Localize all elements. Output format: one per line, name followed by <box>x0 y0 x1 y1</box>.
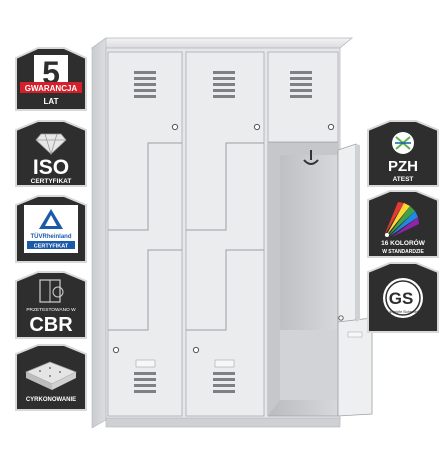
gs-small: geprüfte Sicherheit <box>389 310 418 314</box>
warranty-line2: LAT <box>44 97 59 106</box>
color-fan-icon <box>384 202 419 237</box>
iso-title: ISO <box>33 156 69 179</box>
badge-cyrkonowanie: CYRKONOWANIE <box>15 344 87 411</box>
lock-knob[interactable] <box>253 123 261 131</box>
vent-grille <box>134 71 156 98</box>
locker-open-compartment <box>267 142 339 417</box>
label-plate <box>214 359 235 368</box>
diamond-icon <box>35 133 67 156</box>
locker-cabinet <box>90 37 373 429</box>
vent-grille <box>134 372 156 393</box>
pzh-subtitle: ATEST <box>393 176 414 183</box>
lock-knob[interactable] <box>171 123 179 131</box>
lock-knob[interactable] <box>192 346 200 354</box>
iso-subtitle: CERTYFIKAT <box>31 178 72 185</box>
lock-knob[interactable] <box>338 315 344 321</box>
vent-grille <box>290 71 312 98</box>
badge-gs: GS geprüfte Sicherheit <box>367 262 439 333</box>
badge-warranty: 5 GWARANCJA LAT <box>15 47 87 111</box>
warranty-line1: GWARANCJA <box>25 84 78 93</box>
badge-iso: ISO CERTYFIKAT <box>15 120 87 187</box>
badge-16-colors: 16 KOLORÓW W STANDARDZIE <box>367 190 439 258</box>
badge-pzh: PZH ATEST <box>367 120 439 187</box>
coat-hook-icon <box>303 150 319 165</box>
tuv-triangle-icon <box>39 209 63 229</box>
tuv-brand: TÜVRheinland <box>30 233 71 240</box>
cbr-title: CBR <box>29 314 73 336</box>
locker-door-3-top[interactable] <box>267 51 339 143</box>
colors-line2: W STANDARDZIE <box>382 249 424 255</box>
badge-cbr: PRZETESTOWANO W CBR <box>15 271 87 339</box>
metal-sheet-icon <box>25 361 77 390</box>
tuv-label: CERTYFIKAT <box>34 244 69 250</box>
lock-knob[interactable] <box>112 346 120 354</box>
gs-logo-icon <box>383 278 423 318</box>
label-plate <box>135 359 156 368</box>
badge-tuv: TÜVRheinland CERTYFIKAT <box>15 195 87 263</box>
gs-title: GS <box>389 289 414 308</box>
locker-door-1[interactable] <box>107 51 183 417</box>
pzh-title: PZH <box>388 158 418 175</box>
cabinet-icon <box>39 279 64 303</box>
cut-label: CYRKONOWANIE <box>26 397 76 403</box>
vent-grille <box>213 71 235 98</box>
colors-line1: 16 KOLORÓW <box>381 238 426 247</box>
lock-knob[interactable] <box>327 123 335 131</box>
label-plate <box>347 331 363 338</box>
vent-grille <box>213 372 235 393</box>
locker-door-3-open[interactable] <box>337 143 373 417</box>
cbr-small: PRZETESTOWANO W <box>26 307 76 313</box>
locker-door-2[interactable] <box>185 51 265 417</box>
molecule-icon <box>392 132 414 154</box>
